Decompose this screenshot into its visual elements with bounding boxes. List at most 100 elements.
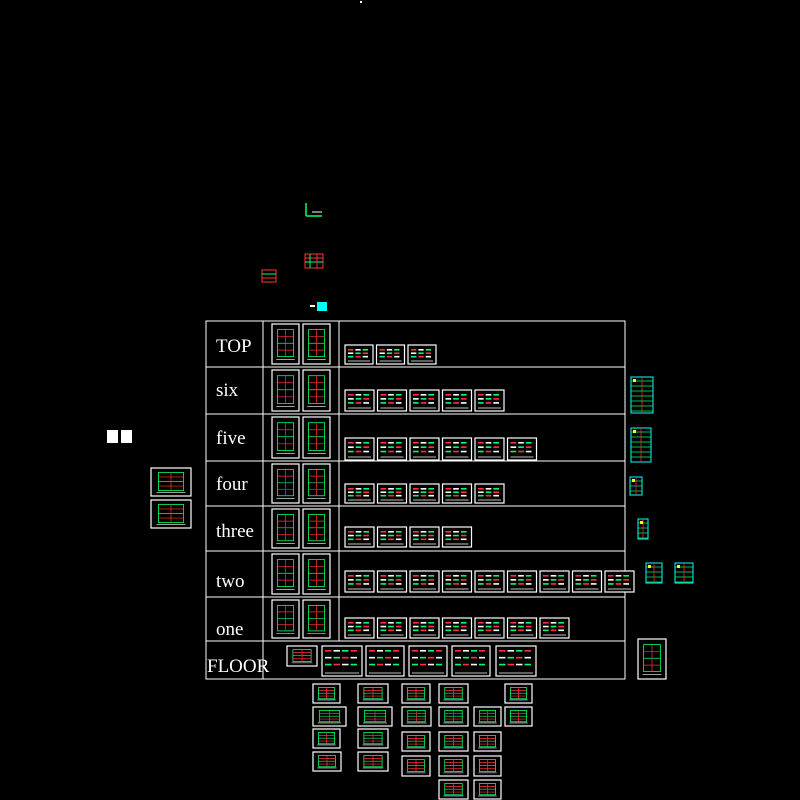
bottom-sheet-16[interactable] <box>473 731 502 752</box>
floating-detail-green <box>305 203 322 217</box>
detail-sheet-top-1[interactable] <box>344 344 374 365</box>
bottom-sheet-6[interactable] <box>312 706 347 727</box>
floor-sheet-1[interactable] <box>286 645 318 667</box>
bottom-sheet-1[interactable] <box>312 683 341 704</box>
detail-sheet-six-5[interactable] <box>474 389 505 412</box>
right-elevation-3 <box>629 476 643 496</box>
detail-sheet-two-4[interactable] <box>441 570 473 593</box>
detail-sheet-one-1[interactable] <box>344 617 375 639</box>
detail-sheet-six-1[interactable] <box>344 389 375 412</box>
bottom-sheet-10[interactable] <box>473 706 502 727</box>
right-elevation-4 <box>637 518 649 540</box>
bottom-sheet-3[interactable] <box>401 683 431 704</box>
bottom-sheet-2[interactable] <box>357 683 389 704</box>
detail-sheet-three-4[interactable] <box>441 526 473 548</box>
detail-sheet-four-4[interactable] <box>441 483 473 504</box>
white-block-left <box>107 430 118 443</box>
detail-sheet-two-3[interactable] <box>409 570 440 593</box>
row-label-six: six <box>216 380 239 401</box>
detail-sheet-four-3[interactable] <box>409 483 440 504</box>
bottom-sheet-13[interactable] <box>357 728 389 749</box>
detail-sheet-three-1[interactable] <box>344 526 375 548</box>
left-sheet-1[interactable] <box>150 467 192 497</box>
plan-sheet-six-a[interactable] <box>271 369 300 412</box>
detail-sheet-six-4[interactable] <box>441 389 473 412</box>
detail-sheet-two-5[interactable] <box>474 570 505 593</box>
plan-sheet-four-a[interactable] <box>271 463 300 504</box>
detail-sheet-top-3[interactable] <box>407 344 437 365</box>
bottom-sheet-17[interactable] <box>312 751 342 772</box>
plan-sheet-five-a[interactable] <box>271 416 300 459</box>
detail-sheet-two-7[interactable] <box>539 570 570 593</box>
detail-sheet-two-8[interactable] <box>571 570 603 593</box>
detail-sheet-six-2[interactable] <box>376 389 408 412</box>
detail-sheet-five-6[interactable] <box>506 437 538 461</box>
right-elevation-6 <box>674 562 694 584</box>
plan-sheet-two-a[interactable] <box>271 553 300 595</box>
plan-sheet-top-b[interactable] <box>302 323 331 365</box>
bottom-sheet-7[interactable] <box>357 706 393 727</box>
detail-sheet-one-3[interactable] <box>409 617 440 639</box>
row-label-four: four <box>216 474 248 495</box>
detail-sheet-two-9[interactable] <box>604 570 635 593</box>
bottom-sheet-21[interactable] <box>473 755 502 777</box>
floor-sheet-5[interactable] <box>451 645 491 677</box>
bottom-sheet-14[interactable] <box>401 731 431 752</box>
left-sheet-2[interactable] <box>150 499 192 529</box>
detail-sheet-one-2[interactable] <box>376 617 408 639</box>
plan-sheet-three-b[interactable] <box>302 508 331 549</box>
plan-sheet-two-b[interactable] <box>302 553 331 595</box>
bottom-sheet-11[interactable] <box>504 706 533 727</box>
plan-sheet-three-a[interactable] <box>271 508 300 549</box>
detail-sheet-four-2[interactable] <box>376 483 408 504</box>
floor-sheet-2[interactable] <box>321 645 363 677</box>
detail-sheet-one-7[interactable] <box>539 617 570 639</box>
detail-sheet-two-6[interactable] <box>506 570 538 593</box>
detail-sheet-one-4[interactable] <box>441 617 473 639</box>
floating-detail-red-left <box>261 269 277 283</box>
detail-sheet-two-2[interactable] <box>376 570 408 593</box>
row-label-top: TOP <box>216 336 252 357</box>
bottom-sheet-15[interactable] <box>438 731 469 752</box>
right-sheet-bottom[interactable] <box>637 638 667 680</box>
detail-sheet-one-5[interactable] <box>474 617 505 639</box>
detail-sheet-five-3[interactable] <box>409 437 440 461</box>
detail-sheet-four-5[interactable] <box>474 483 505 504</box>
plan-sheet-top-a[interactable] <box>271 323 300 365</box>
detail-sheet-five-2[interactable] <box>376 437 408 461</box>
detail-sheet-five-4[interactable] <box>441 437 473 461</box>
bottom-sheet-4[interactable] <box>438 683 469 704</box>
bottom-sheet-8[interactable] <box>401 706 432 727</box>
detail-sheet-two-1[interactable] <box>344 570 375 593</box>
floor-sheet-4[interactable] <box>408 645 448 677</box>
detail-sheet-four-1[interactable] <box>344 483 375 504</box>
bottom-sheet-9[interactable] <box>438 706 469 727</box>
row-label-three: three <box>216 521 254 542</box>
bottom-sheet-22[interactable] <box>438 779 469 800</box>
floor-sheet-3[interactable] <box>365 645 405 677</box>
plan-sheet-five-b[interactable] <box>302 416 331 459</box>
row-label-five: five <box>216 428 246 449</box>
stray-point <box>360 1 362 3</box>
detail-sheet-one-6[interactable] <box>506 617 538 639</box>
detail-sheet-top-2[interactable] <box>375 344 406 365</box>
bottom-sheet-12[interactable] <box>312 728 341 749</box>
plan-sheet-six-b[interactable] <box>302 369 331 412</box>
bottom-sheet-5[interactable] <box>504 683 533 704</box>
bottom-sheet-20[interactable] <box>438 755 469 777</box>
detail-sheet-five-5[interactable] <box>474 437 505 461</box>
detail-sheet-six-3[interactable] <box>409 389 440 412</box>
bottom-sheet-23[interactable] <box>473 779 502 800</box>
plan-sheet-one-a[interactable] <box>271 599 300 639</box>
detail-sheet-five-1[interactable] <box>344 437 375 461</box>
floating-detail-red-top <box>304 253 324 269</box>
plan-sheet-one-b[interactable] <box>302 599 331 639</box>
white-block-right <box>121 430 132 443</box>
floor-sheet-6[interactable] <box>495 645 537 677</box>
detail-sheet-three-3[interactable] <box>409 526 440 548</box>
bottom-sheet-19[interactable] <box>401 755 431 777</box>
detail-sheet-three-2[interactable] <box>376 526 408 548</box>
bottom-sheet-18[interactable] <box>357 751 389 772</box>
plan-sheet-four-b[interactable] <box>302 463 331 504</box>
